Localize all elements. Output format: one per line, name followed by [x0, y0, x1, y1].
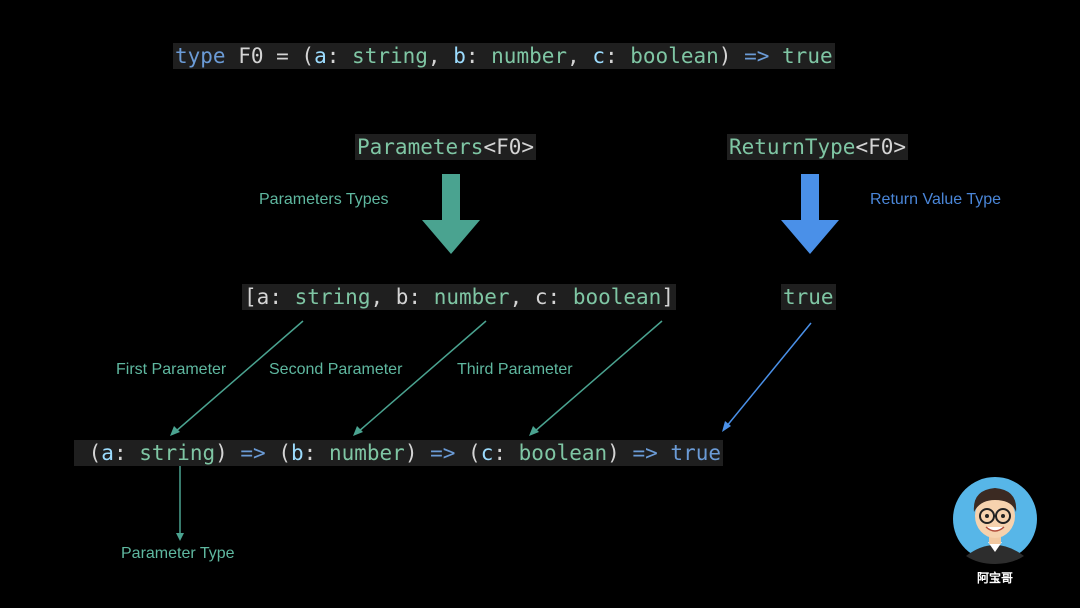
close-bracket: ] — [661, 285, 674, 309]
comma: , — [509, 285, 535, 309]
label-parameter-type: Parameter Type — [121, 545, 235, 562]
colon: : — [493, 441, 519, 465]
colon: : — [303, 441, 329, 465]
comma: , — [427, 44, 454, 68]
type-number: number — [328, 441, 405, 465]
arrowhead-first-parameter — [170, 426, 180, 436]
type-number: number — [433, 285, 510, 309]
type-number: number — [491, 44, 568, 68]
return-true: true — [783, 285, 834, 309]
colon: : — [326, 44, 353, 68]
type-keyword: type — [175, 44, 226, 68]
colon: : — [113, 441, 140, 465]
parameters-tuple: [a: string, b: number, c: boolean] — [242, 284, 676, 310]
type-name: F0 = ( — [225, 44, 315, 68]
colon: : — [408, 285, 434, 309]
returntype-call: ReturnType<F0> — [727, 134, 909, 160]
avatar-name: 阿宝哥 — [976, 571, 1013, 585]
label-third-parameter: Third Parameter — [457, 361, 573, 378]
arrowhead-second-parameter — [353, 426, 363, 436]
blue-down-arrow — [781, 174, 839, 254]
close-paren: ) — [404, 441, 431, 465]
param-b: b — [291, 441, 304, 465]
type-declaration: type F0 = (a: string, b: number, c: bool… — [173, 43, 835, 69]
type-string: string — [294, 285, 371, 309]
param-c: c — [592, 44, 605, 68]
colon: : — [547, 285, 573, 309]
arrow-third-parameter — [533, 320, 663, 433]
arrow-first-parameter — [174, 320, 304, 433]
arrowhead-parameter-type — [176, 533, 184, 541]
parameters-call: Parameters<F0> — [355, 134, 537, 160]
type-string: string — [352, 44, 428, 68]
arrow-operator: => — [744, 44, 770, 68]
param-b: b — [453, 44, 466, 68]
param-c: c — [480, 441, 494, 465]
arrow-return-value — [725, 322, 812, 428]
colon: : — [269, 285, 295, 309]
param-c: c — [534, 285, 548, 309]
return-true: true — [782, 44, 833, 68]
param-a: a — [101, 441, 114, 465]
param-a: a — [314, 44, 327, 68]
comma: , — [370, 285, 396, 309]
label-first-parameter: First Parameter — [116, 361, 227, 378]
label-return-value-type: Return Value Type — [870, 191, 1002, 208]
parameters-generic: <F0> — [483, 135, 535, 159]
arrow-second-parameter — [357, 320, 487, 433]
colon: : — [604, 44, 631, 68]
open-bracket: [ — [244, 285, 257, 309]
return-value: true — [781, 284, 836, 310]
type-boolean: boolean — [518, 441, 608, 465]
open-paren: ( — [455, 441, 481, 465]
arrow-operator: => — [240, 441, 266, 465]
open-paren: ( — [76, 441, 102, 465]
close-paren: ) — [215, 441, 241, 465]
return-true: true — [670, 441, 721, 465]
label-second-parameter: Second Parameter — [269, 361, 403, 378]
close-paren: ) — [718, 44, 745, 68]
returntype-name: ReturnType — [729, 135, 856, 159]
type-boolean: boolean — [630, 44, 719, 68]
type-string: string — [139, 441, 216, 465]
parameters-name: Parameters — [357, 135, 484, 159]
close-paren: ) — [607, 441, 633, 465]
param-b: b — [395, 285, 409, 309]
type-boolean: boolean — [572, 285, 662, 309]
returntype-generic: <F0> — [855, 135, 907, 159]
comma: , — [567, 44, 593, 68]
label-parameters-types: Parameters Types — [259, 191, 389, 208]
colon: : — [465, 44, 492, 68]
arrow-operator: => — [632, 441, 658, 465]
arrowhead-return-value — [722, 421, 731, 432]
arrowhead-third-parameter — [529, 426, 539, 436]
arrow-operator: => — [430, 441, 456, 465]
teal-down-arrow — [422, 174, 480, 254]
param-a: a — [256, 285, 270, 309]
avatar — [953, 477, 1037, 564]
open-paren: ( — [265, 441, 291, 465]
curried-signature: (a: string) => (b: number) => (c: boolea… — [74, 440, 723, 466]
